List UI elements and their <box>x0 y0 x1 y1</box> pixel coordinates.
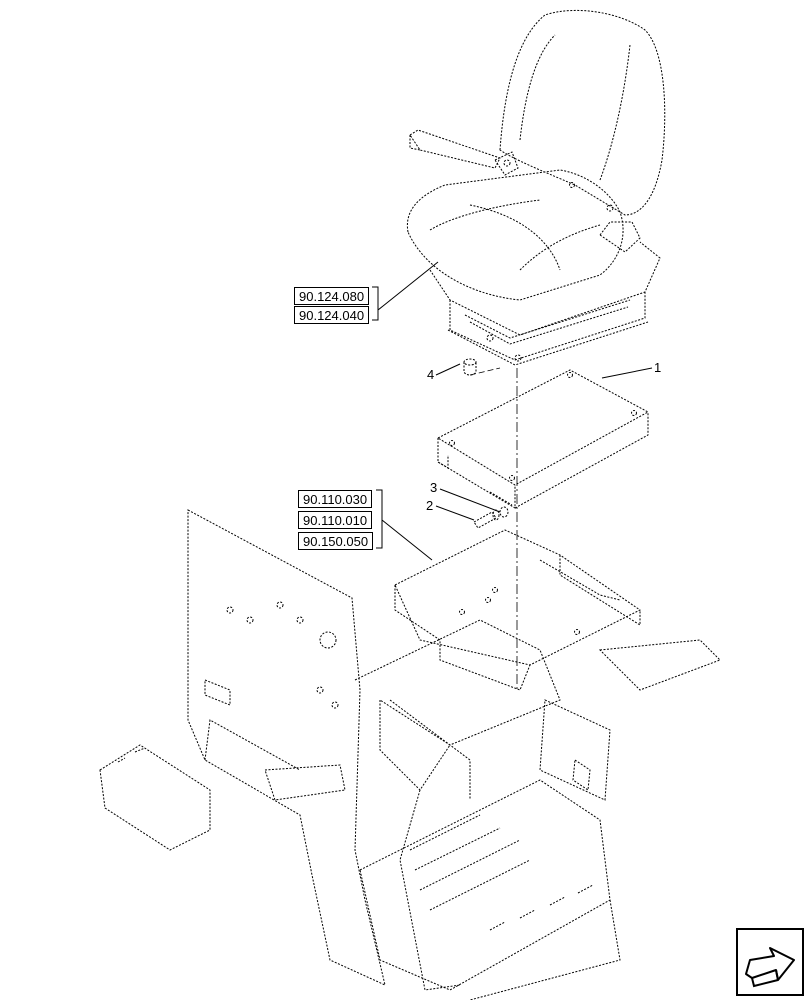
chassis-frame-illustration <box>99 509 721 1000</box>
callout-4: 4 <box>427 367 435 382</box>
callout-2: 2 <box>426 498 434 513</box>
leader-item3 <box>439 488 501 513</box>
seat-ref-box-1[interactable]: 90.124.080 <box>294 287 370 305</box>
seat-ref-box-2[interactable]: 90.124.040 <box>294 306 370 324</box>
knob-illustration <box>463 358 477 376</box>
bolt-washer-illustration <box>473 506 509 529</box>
frame-ref-box-2[interactable]: 90.110.010 <box>298 511 373 529</box>
leader-frame-refs <box>381 519 433 561</box>
leader-item1 <box>601 367 653 379</box>
leader-item4 <box>435 363 461 376</box>
mounting-plate-illustration <box>436 369 650 509</box>
frame-ref-box-3[interactable]: 90.150.050 <box>298 532 374 550</box>
seat-illustration <box>406 9 666 366</box>
leader-item2 <box>435 505 475 521</box>
next-page-arrow-icon[interactable] <box>736 928 804 996</box>
leader-seat-refs <box>377 261 439 311</box>
callout-3: 3 <box>430 480 438 495</box>
callout-1: 1 <box>654 360 662 375</box>
frame-ref-box-1[interactable]: 90.110.030 <box>298 490 373 508</box>
